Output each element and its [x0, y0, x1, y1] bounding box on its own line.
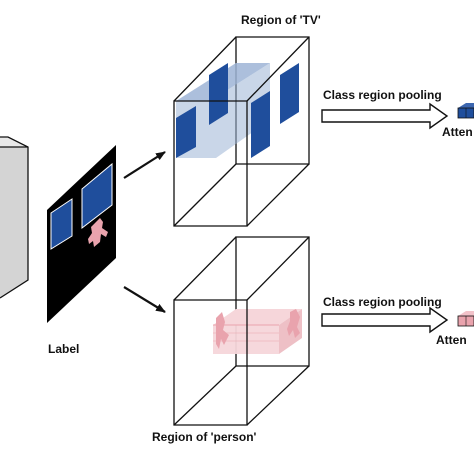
person-slice-silhouette	[216, 312, 229, 349]
attention-label-bottom: Atten	[436, 333, 467, 347]
pooling-label-top: Class region pooling	[323, 88, 442, 102]
arrow-to-tv-region	[123, 151, 166, 179]
pooling-arrow-bottom: Class region pooling	[321, 295, 449, 334]
label-person	[88, 218, 108, 247]
pooling-arrow-top: Class region pooling	[321, 88, 449, 130]
tv-slice-2	[209, 63, 228, 125]
tv-slice-4	[280, 63, 299, 124]
attention-vector-person: Atten	[436, 311, 474, 347]
input-feature-map	[0, 136, 29, 299]
tv-region-cube: Region of 'TV'	[173, 13, 321, 227]
attention-label-top: Atten	[442, 125, 473, 139]
tv-region-title: Region of 'TV'	[241, 13, 321, 27]
person-region-title: Region of 'person'	[152, 430, 257, 444]
attention-vector-tv: Atten	[442, 103, 474, 139]
label-caption: Label	[48, 342, 79, 356]
label-image: Label	[47, 145, 116, 356]
person-region-highlight	[213, 309, 302, 325]
label-tv-right	[81, 162, 113, 230]
tv-slice-1	[176, 106, 196, 158]
pooling-label-bottom: Class region pooling	[323, 295, 442, 309]
person-region-cube: Region of 'person'	[152, 236, 310, 444]
tv-slice-3	[251, 91, 270, 158]
arrow-to-person-region	[123, 286, 166, 313]
label-tv-left	[50, 198, 73, 250]
